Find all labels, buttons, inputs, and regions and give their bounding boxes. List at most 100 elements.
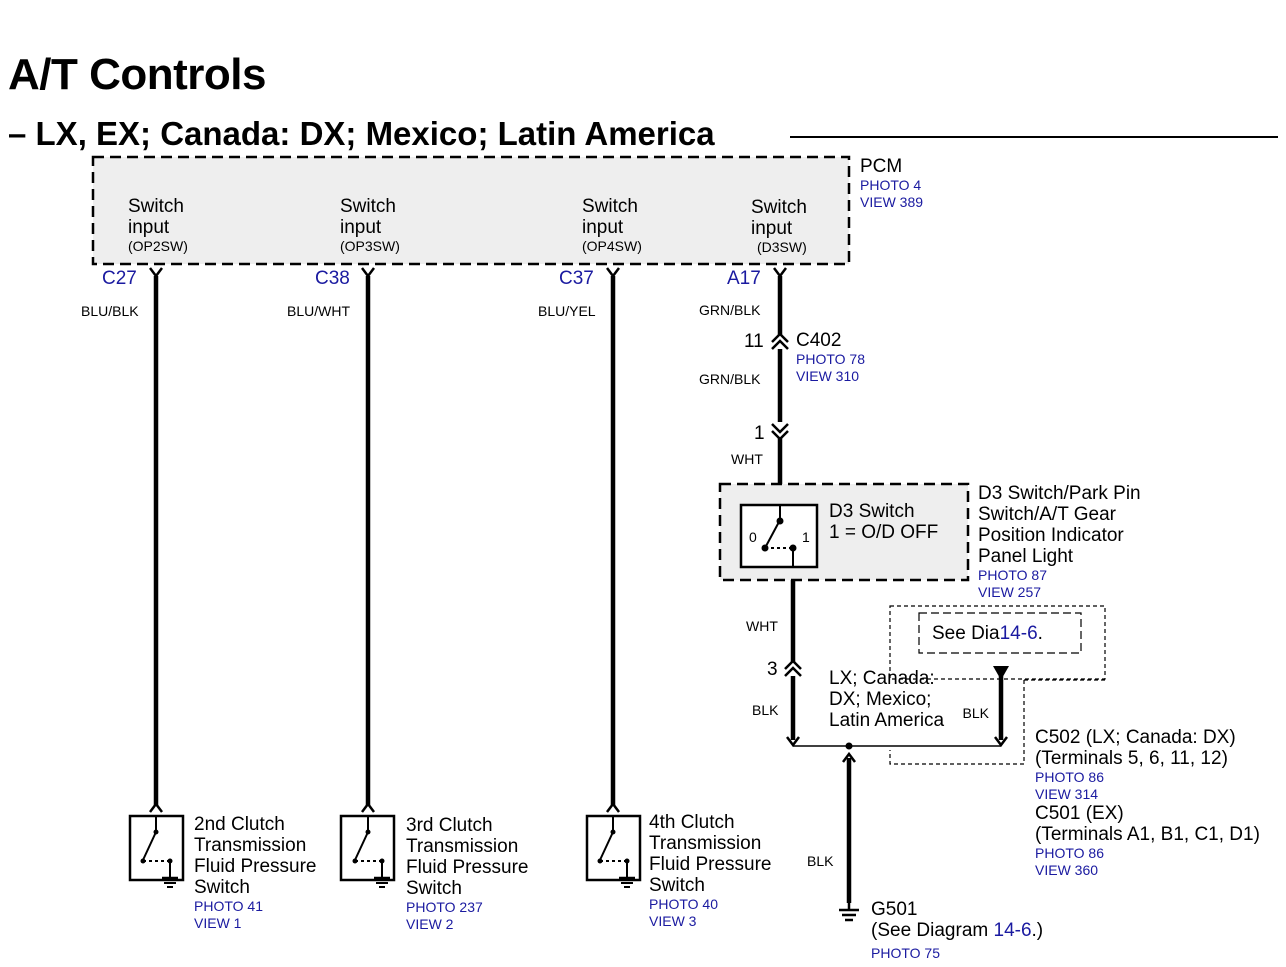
c502-frame xyxy=(889,680,1025,765)
c402-view-link[interactable]: VIEW 310 xyxy=(796,368,860,384)
d3-assembly-label: D3 Switch/Park Pin xyxy=(978,483,1141,504)
terminal-a17 xyxy=(773,267,787,279)
pressure-switch-2nd xyxy=(128,801,185,888)
wire-color-label: GRN/BLK xyxy=(699,302,761,318)
d3-switch-state-label: 1 = O/D OFF xyxy=(829,522,939,543)
ground-photo-link[interactable]: PHOTO 75 xyxy=(871,945,940,961)
switch-photo-link[interactable]: PHOTO 41 xyxy=(194,898,263,914)
switch-label: Fluid Pressure xyxy=(194,856,317,877)
ground-see-diagram: (See Diagram 14-6.) xyxy=(871,920,1044,941)
pcm-wires xyxy=(153,276,1004,903)
see-diagram-outer-box xyxy=(889,605,1106,680)
wire-color-label: BLK xyxy=(962,705,989,721)
c502-view-link[interactable]: VIEW 314 xyxy=(1035,786,1099,802)
wire-color-label: BLU/YEL xyxy=(538,303,596,319)
c502-label: C502 (LX; Canada: DX) xyxy=(1035,727,1236,748)
terminal-c27 xyxy=(149,267,163,279)
wire-color-label: GRN/BLK xyxy=(699,371,761,387)
ground-g501-icon xyxy=(839,903,859,922)
pcm-input-label: Switch xyxy=(751,197,807,218)
c501-view-link[interactable]: VIEW 360 xyxy=(1035,862,1099,878)
pcm-input-label: Switch xyxy=(582,196,638,217)
c402-connector xyxy=(771,332,789,441)
pin-label-c27: C27 xyxy=(102,268,137,289)
switch-label: Transmission xyxy=(406,836,519,857)
wire-color-label: BLU/BLK xyxy=(81,303,139,319)
c402-pin-bottom: 1 xyxy=(754,423,765,444)
c402-label: C402 xyxy=(796,330,842,351)
diagram-link[interactable]: 14-6 xyxy=(993,920,1032,941)
pin-label-c38: C38 xyxy=(315,268,350,289)
pcm-terminals xyxy=(149,267,787,279)
d3-switch-pos0: 0 xyxy=(749,529,757,545)
switch-label: Switch xyxy=(406,878,462,899)
see-diagram-text: See Dia14-6. xyxy=(932,623,1043,644)
c402-photo-link[interactable]: PHOTO 78 xyxy=(796,351,865,367)
switch-photo-link[interactable]: PHOTO 237 xyxy=(406,899,483,915)
switch-label: 2nd Clutch xyxy=(194,814,285,835)
lx-note: DX; Mexico; xyxy=(829,689,932,710)
switch-label: Transmission xyxy=(649,833,762,854)
wire-color-label: BLU/WHT xyxy=(287,303,350,319)
d3-assembly-label: Switch/A/T Gear xyxy=(978,504,1116,525)
pin-label-a17: A17 xyxy=(727,268,761,289)
wire-color-label: BLK xyxy=(807,853,834,869)
switch-label: Fluid Pressure xyxy=(406,857,529,878)
terminal-c38 xyxy=(361,267,375,279)
pressure-switch-4th xyxy=(585,801,642,888)
switch-label: Fluid Pressure xyxy=(649,854,772,875)
c501-terminals: (Terminals A1, B1, C1, D1) xyxy=(1035,824,1260,845)
wire-color-label: BLK xyxy=(752,702,779,718)
switch-view-link[interactable]: VIEW 3 xyxy=(649,913,697,929)
page-subtitle: – LX, EX; Canada: DX; Mexico; Latin Amer… xyxy=(8,115,715,152)
pcm-input-label: input xyxy=(751,218,793,239)
page-title: A/T Controls xyxy=(8,50,266,99)
lx-note: LX; Canada: xyxy=(829,668,935,689)
switch-view-link[interactable]: VIEW 1 xyxy=(194,915,242,931)
switch-photo-link[interactable]: PHOTO 40 xyxy=(649,896,718,912)
pcm-input-signal: (OP4SW) xyxy=(582,238,642,254)
pcm-input-signal: (D3SW) xyxy=(757,239,807,255)
d3-photo-link[interactable]: PHOTO 87 xyxy=(978,567,1047,583)
d3-switch-pos1: 1 xyxy=(802,529,810,545)
c502-pin3-connector xyxy=(784,659,802,677)
arrow-down-icon xyxy=(993,666,1009,680)
see-diagram-box xyxy=(918,612,1082,654)
d3-switch-symbol xyxy=(761,506,797,567)
d3-view-link[interactable]: VIEW 257 xyxy=(978,584,1042,600)
pcm-photo-link[interactable]: PHOTO 4 xyxy=(860,177,922,193)
pcm-input-label: input xyxy=(128,217,170,238)
d3-assembly-label: Panel Light xyxy=(978,546,1074,567)
c502-terminals: (Terminals 5, 6, 11, 12) xyxy=(1035,748,1228,769)
switch-label: 3rd Clutch xyxy=(406,815,493,836)
diagram-link[interactable]: 14-6 xyxy=(999,623,1038,644)
switch-label: Switch xyxy=(194,877,250,898)
c501-label: C501 (EX) xyxy=(1035,803,1124,824)
pcm-input-label: Switch xyxy=(340,196,396,217)
pcm-input-label: input xyxy=(340,217,382,238)
lx-note: Latin America xyxy=(829,710,945,731)
switch-label: Switch xyxy=(649,875,705,896)
c502-photo-link[interactable]: PHOTO 86 xyxy=(1035,769,1104,785)
pressure-switch-3rd xyxy=(339,801,396,888)
pcm-input-signal: (OP2SW) xyxy=(128,238,188,254)
c502-pin-3: 3 xyxy=(767,659,778,680)
d3-switch-label: D3 Switch xyxy=(829,501,915,522)
wire-color-label: WHT xyxy=(731,451,763,467)
d3-assembly-label: Position Indicator xyxy=(978,525,1124,546)
splice-point xyxy=(845,742,853,750)
pcm-input-label: Switch xyxy=(128,196,184,217)
switch-label: Transmission xyxy=(194,835,307,856)
pcm-input-label: input xyxy=(582,217,624,238)
pcm-box xyxy=(91,155,851,266)
pcm-label: PCM xyxy=(860,156,903,177)
switch-label: 4th Clutch xyxy=(649,812,735,833)
pcm-view-link[interactable]: VIEW 389 xyxy=(860,194,924,210)
ground-label: G501 xyxy=(871,899,918,920)
switch-view-link[interactable]: VIEW 2 xyxy=(406,916,454,932)
c402-pin-top: 11 xyxy=(744,331,764,352)
pin-label-c37: C37 xyxy=(559,268,594,289)
c501-photo-link[interactable]: PHOTO 86 xyxy=(1035,845,1104,861)
terminal-c37 xyxy=(606,267,620,279)
